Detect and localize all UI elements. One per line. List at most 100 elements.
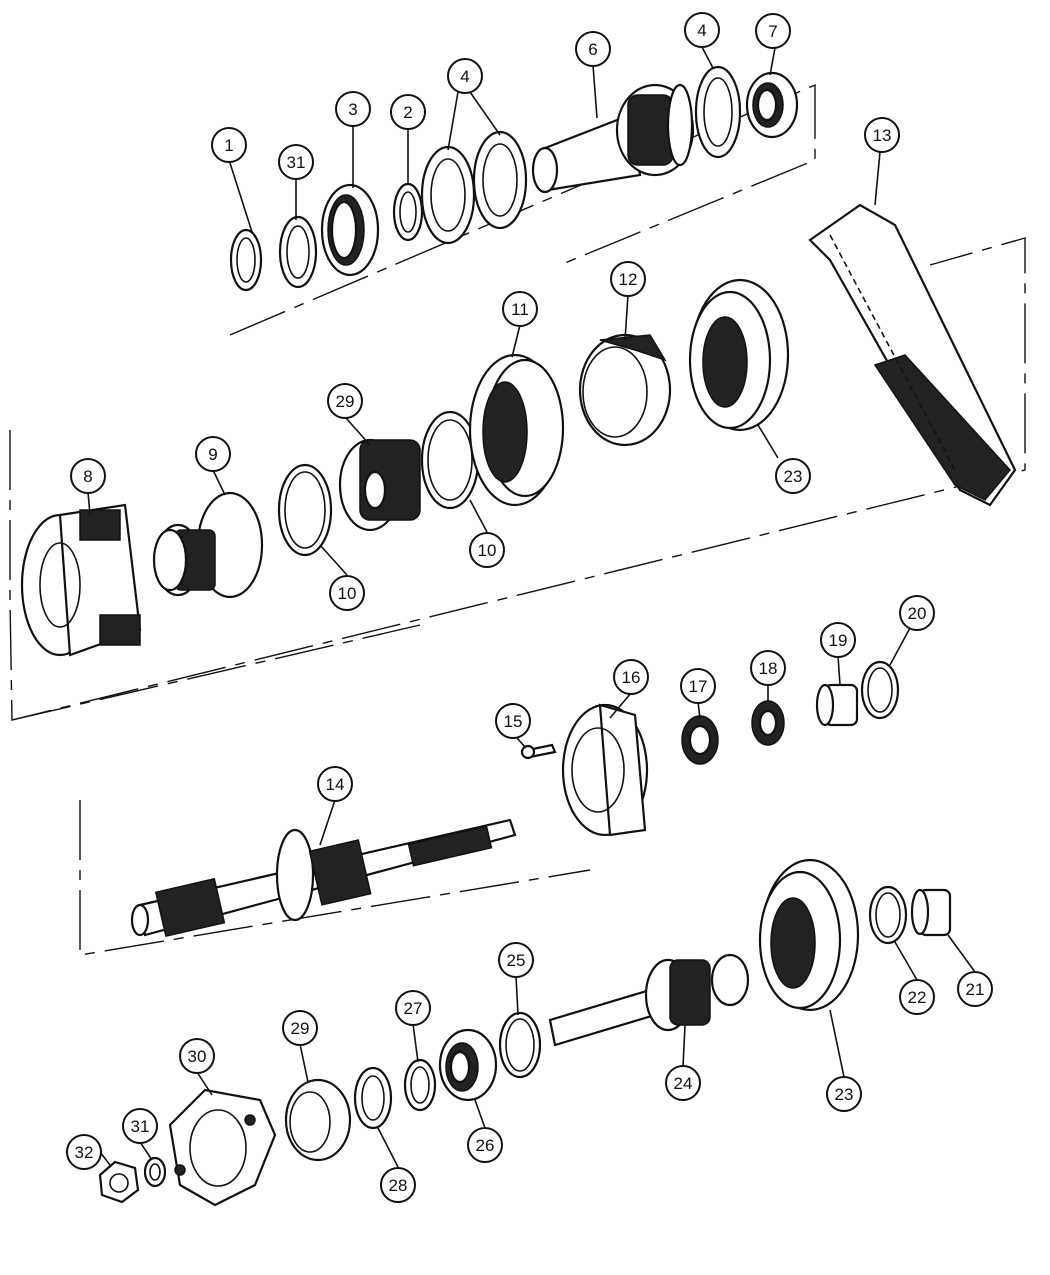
callout-24: 24 [665,1065,701,1101]
callout-20-label: 20 [908,604,927,623]
callout-22: 22 [899,979,935,1015]
sprocket-part-23-top [688,278,790,432]
callout-15: 15 [495,703,531,739]
bearing-part-26 [438,1028,498,1102]
callout-31-bottom-label: 31 [131,1117,150,1136]
callout-3: 3 [335,91,371,127]
callout-13-label: 13 [873,126,892,145]
callout-29-mid-label: 29 [336,392,355,411]
callout-1-label: 1 [224,136,233,155]
snap-ring-part-1 [229,228,263,292]
callout-12: 12 [610,261,646,297]
sprocket-part-23-bottom [758,858,860,1012]
washer-part-31-bottom [143,1156,167,1188]
callout-20: 20 [899,595,935,631]
seal-part-18 [751,700,785,746]
callout-10-right-label: 10 [478,541,497,560]
drive-chain-part-13 [808,203,1017,507]
synchro-sleeve-part-11 [468,353,565,507]
callout-22-label: 22 [908,988,927,1007]
callout-24-label: 24 [674,1074,693,1093]
leader-lines [87,46,976,1168]
snap-ring-part-20 [860,660,900,720]
callout-31-top-label: 31 [287,153,306,172]
callout-15-label: 15 [504,712,523,731]
callout-4-pair-label: 4 [460,67,469,86]
callout-10-right: 10 [469,532,505,568]
bearing-part-3 [320,183,380,277]
bushing-part-19 [815,683,859,727]
callout-27-label: 27 [404,999,423,1018]
snap-ring-part-25 [498,1011,542,1079]
callout-11-label: 11 [511,300,529,319]
callout-1: 1 [211,127,247,163]
bearing-cage-part-12 [578,333,672,447]
bushing-part-21 [910,888,952,937]
callout-7-label: 7 [768,22,777,41]
shim-plate-part-4a [420,145,476,245]
callout-9-label: 9 [208,445,217,464]
sun-gear-part-9 [152,491,264,599]
nut-part-32 [98,1160,140,1204]
seal-part-17 [681,715,719,765]
spacer-part-28 [353,1066,393,1130]
callout-13: 13 [864,117,900,153]
callout-12-label: 12 [619,270,638,289]
callout-29-bottom: 29 [282,1010,318,1046]
callout-30: 30 [179,1038,215,1074]
bolt-part-15 [520,743,557,760]
callout-32-label: 32 [75,1143,94,1162]
callout-26-label: 26 [476,1136,495,1155]
callout-28: 28 [380,1167,416,1203]
snap-ring-part-2 [392,182,424,242]
callout-10-left: 10 [329,575,365,611]
callout-27: 27 [395,990,431,1026]
snap-ring-part-10a [277,463,333,557]
callout-3-label: 3 [348,100,357,119]
callout-16-label: 16 [622,668,641,687]
callout-31-top: 31 [278,144,314,180]
callout-29-mid: 29 [327,383,363,419]
shim-part-4-right [694,65,742,159]
callout-8-label: 8 [83,467,92,486]
callout-4-right: 4 [684,12,720,48]
callout-26: 26 [467,1127,503,1163]
shim-plate-part-4b [472,130,528,230]
callout-9: 9 [195,436,231,472]
callout-23-top-label: 23 [784,467,803,486]
group-boundaries [9,83,1026,956]
range-hub-part-8 [20,503,142,657]
input-gear-part-6 [531,83,695,194]
gear-part-29-mid [338,438,421,532]
callout-19-label: 19 [829,631,848,650]
callout-17: 17 [680,668,716,704]
callout-17-label: 17 [689,677,708,696]
callout-16: 16 [613,659,649,695]
callout-25: 25 [498,942,534,978]
callout-30-label: 30 [188,1047,207,1066]
callout-2-label: 2 [403,103,412,122]
callout-4-pair: 4 [447,58,483,94]
callout-8: 8 [70,458,106,494]
callout-7: 7 [755,13,791,49]
callout-28-label: 28 [389,1176,408,1195]
callout-29-bottom-label: 29 [291,1019,310,1038]
callout-25-label: 25 [507,951,526,970]
callout-23-bottom: 23 [826,1076,862,1112]
callout-10-left-label: 10 [338,584,357,603]
callout-31-bottom: 31 [122,1108,158,1144]
callout-21-label: 21 [966,980,985,999]
snap-ring-part-22 [868,885,908,945]
callout-14: 14 [317,766,353,802]
callout-2: 2 [390,94,426,130]
washer-part-31-top [278,215,318,289]
snap-ring-part-27 [403,1058,437,1112]
callout-14-label: 14 [326,775,345,794]
callout-23-top: 23 [775,458,811,494]
output-shaft-part-24 [548,953,750,1047]
callout-18: 18 [750,650,786,686]
yoke-part-30 [168,1088,277,1207]
mainshaft-part-14 [130,818,517,938]
oil-pump-part-16 [561,703,649,837]
